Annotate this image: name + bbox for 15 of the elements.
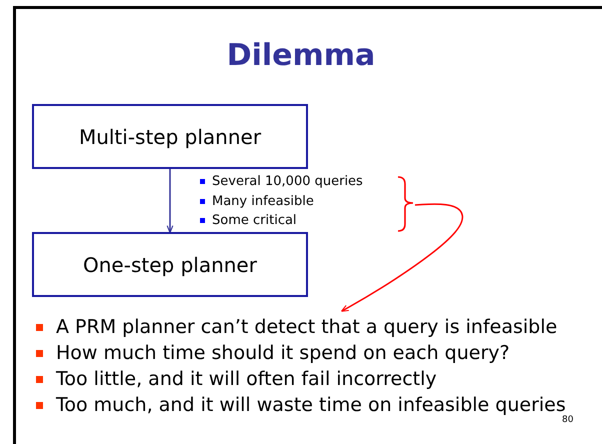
bullet-text: How much time should it spend on each query? bbox=[56, 341, 510, 366]
bullet-text: A PRM planner can’t detect that a query is infeasible bbox=[56, 315, 558, 340]
bullet-text: Too little, and it will often fail incorrectly bbox=[56, 367, 437, 392]
slide-title: Dilemma bbox=[226, 38, 376, 73]
arrow bbox=[340, 203, 464, 312]
process-box bbox=[32, 232, 308, 297]
bullet-text: Some critical bbox=[212, 212, 297, 230]
page-number: 80 bbox=[562, 415, 574, 425]
bullet-text: Several 10,000 queries bbox=[212, 173, 363, 191]
process-box bbox=[32, 104, 308, 169]
arrow bbox=[166, 169, 174, 234]
box-label: One-step planner bbox=[83, 252, 257, 276]
bullet-text: Many infeasible bbox=[212, 192, 314, 210]
bullet-text: Too much, and it will waste time on infeasible queries bbox=[56, 393, 566, 416]
box-label: Multi-step planner bbox=[78, 124, 262, 148]
